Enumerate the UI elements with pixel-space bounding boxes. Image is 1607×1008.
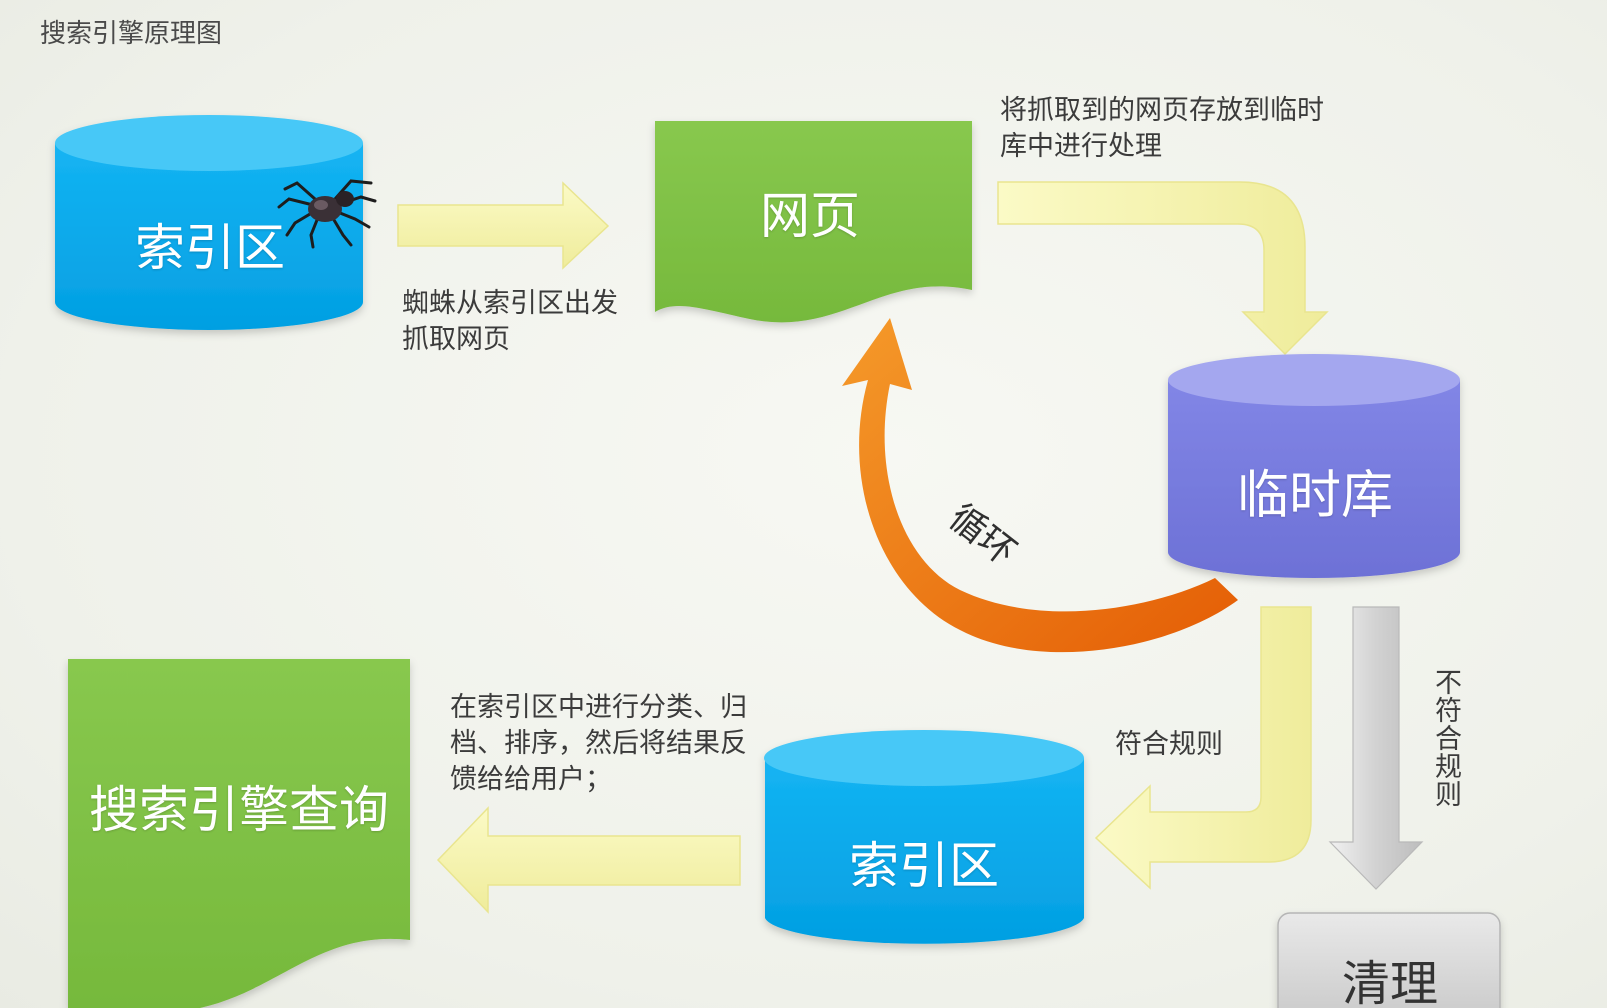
cleanup-label: 清理 (1341, 956, 1438, 1008)
arrow-index-to-webpage (397, 181, 610, 270)
arrow-match-rules (1094, 606, 1312, 890)
webpage-label: 网页 (760, 187, 860, 245)
page-title: 搜索引擎原理图 (40, 19, 223, 49)
index-bottom-label: 索引区 (849, 837, 999, 895)
index-cylinder-bottom (764, 730, 1084, 944)
spider-icon (277, 179, 377, 249)
caption-not-match-rules: 不符合规则 (1430, 668, 1461, 808)
temp-store-label: 临时库 (1236, 466, 1393, 526)
search-query-label: 搜索引擎查询 (89, 781, 389, 839)
cleanup-box (1277, 912, 1501, 1008)
webpage-document (655, 121, 972, 323)
arrow-not-match-rules (1328, 606, 1424, 890)
index-top-label: 索引区 (135, 219, 285, 277)
caption-feedback: 在索引区中进行分类、归档、排序，然后将结果反馈给给用户； (450, 692, 747, 795)
caption-spider-crawl: 蜘蛛从索引区出发抓取网页 (402, 288, 618, 355)
search-query-document (68, 659, 410, 1008)
temp-store-cylinder (1168, 354, 1460, 578)
arrow-index-to-query (436, 806, 741, 914)
caption-match-rules: 符合规则 (1115, 729, 1223, 760)
arrow-webpage-to-temp (997, 181, 1329, 356)
loop-arrow (842, 318, 1238, 653)
caption-store-temp: 将抓取到的网页存放到临时库中进行处理 (1000, 95, 1324, 162)
